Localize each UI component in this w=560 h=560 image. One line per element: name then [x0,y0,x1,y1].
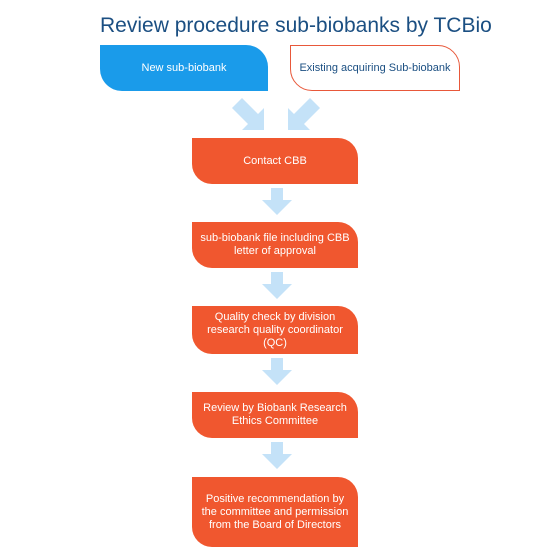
new-sub-biobank-box: New sub-biobank [100,45,268,91]
step-label: Positive recommendation by the committee… [201,492,349,531]
step-label: sub-biobank file including CBB letter of… [200,232,350,257]
step-quality-check: Quality check by division research quali… [192,306,358,354]
existing-sub-biobank-box: Existing acquiring Sub-biobank [290,45,460,91]
new-sub-biobank-label: New sub-biobank [141,61,227,74]
existing-sub-biobank-label: Existing acquiring Sub-biobank [299,61,451,74]
arrow-step2-to-step3 [262,272,292,299]
step-sub-biobank-file: sub-biobank file including CBB letter of… [192,222,358,268]
arrow-existing-to-contact [288,98,320,130]
step-label: Review by Biobank Research Ethics Commit… [203,402,347,427]
step-ethics-review: Review by Biobank Research Ethics Commit… [192,392,358,438]
arrow-step1-to-step2 [262,188,292,215]
step-positive-recommendation: Positive recommendation by the committee… [192,477,358,547]
diagram-title: Review procedure sub-biobanks by TCBio [100,14,492,37]
step-label: Contact CBB [243,154,307,167]
step-label: Quality check by division research quali… [207,310,343,349]
step-contact-cbb: Contact CBB [192,138,358,184]
arrow-step3-to-step4 [262,358,292,385]
arrow-step4-to-step5 [262,442,292,469]
arrow-new-to-contact [232,98,264,130]
